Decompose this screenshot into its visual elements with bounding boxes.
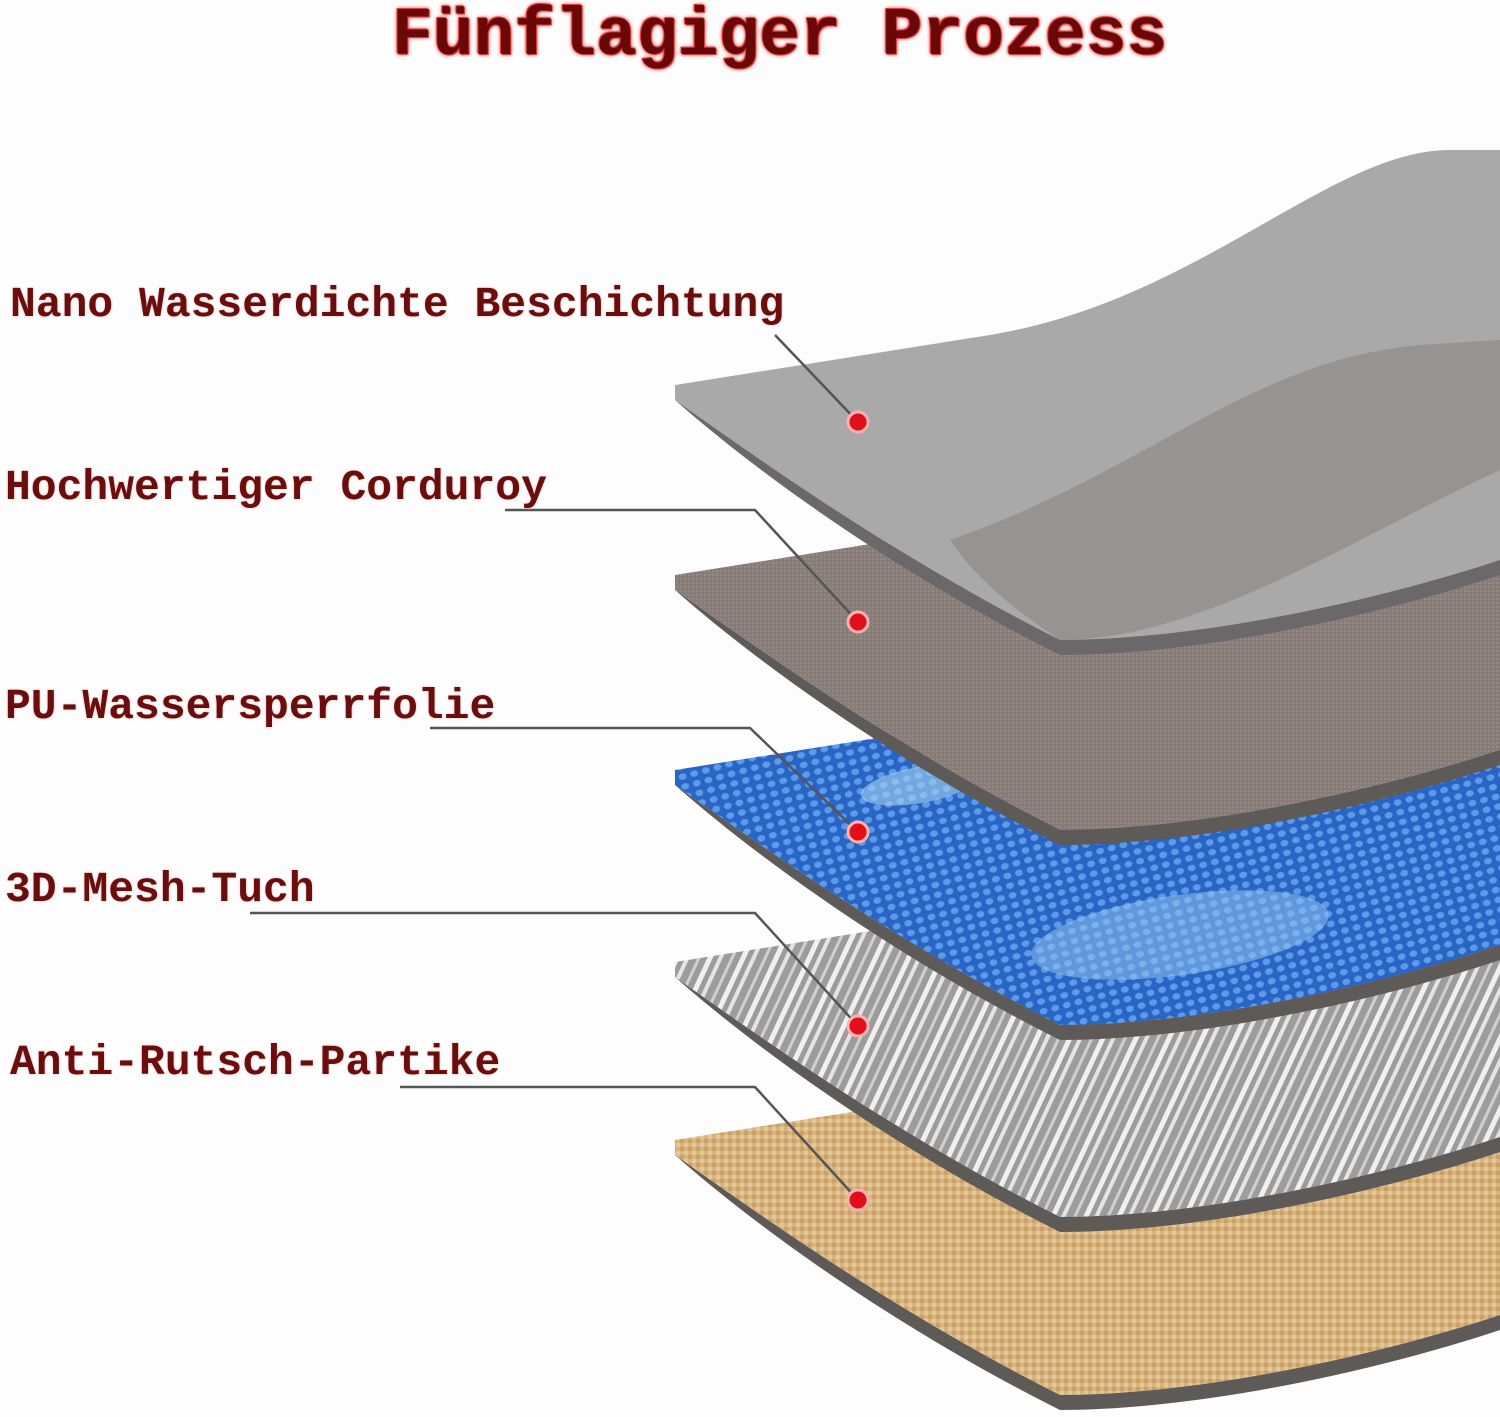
label-anti-slip: Anti-Rutsch-Partike <box>10 1038 501 1087</box>
label-pu-film: PU-Wassersperrfolie <box>5 682 496 731</box>
marker-dot-icon <box>846 410 870 434</box>
leader-line <box>774 334 859 423</box>
marker-dot-icon <box>846 1188 870 1212</box>
marker-dot-icon <box>846 1014 870 1038</box>
label-3d-mesh: 3D-Mesh-Tuch <box>5 865 315 914</box>
layer-nano-coating <box>675 150 1500 655</box>
leader-line <box>400 1085 859 1201</box>
leader-lines <box>250 334 859 1201</box>
marker-dot-icon <box>846 820 870 844</box>
marker-dot-icon <box>846 610 870 634</box>
markers <box>846 410 870 1212</box>
diagram-title: Fünflagiger Prozess <box>392 0 1168 75</box>
label-nano-coating: Nano Wasserdichte Beschichtung <box>10 280 785 329</box>
label-corduroy: Hochwertiger Corduroy <box>5 463 547 512</box>
leader-line <box>430 726 859 833</box>
leader-line <box>505 508 859 623</box>
water-droplet <box>1031 890 1329 980</box>
leader-line <box>250 911 859 1027</box>
